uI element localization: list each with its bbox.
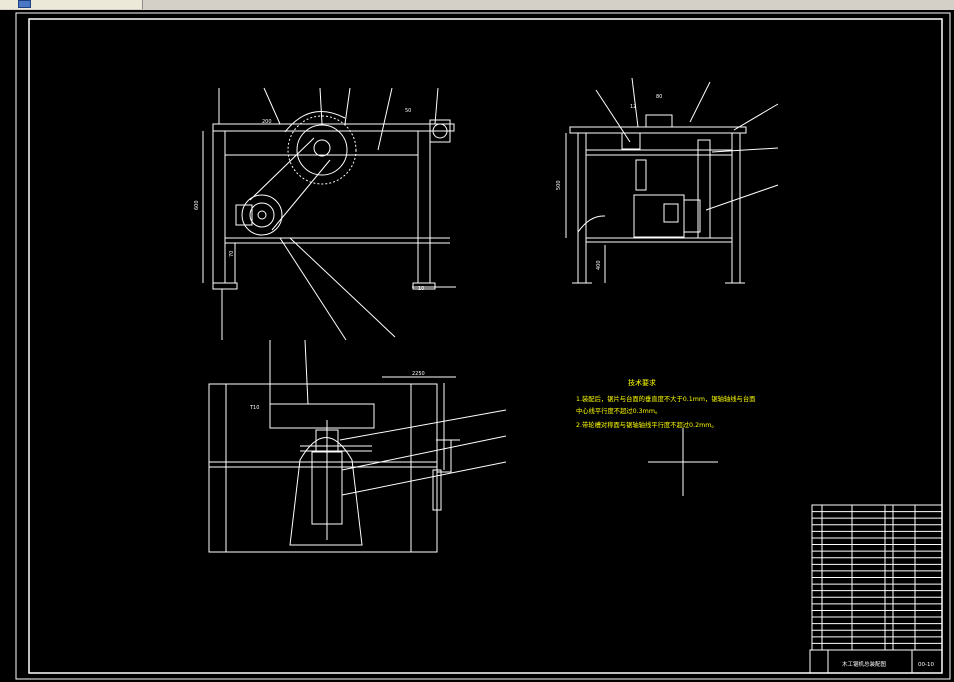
front-view-dimension-text: 600 200 50 10 70 — [194, 108, 424, 292]
cad-drawing-canvas[interactable]: 600 200 50 10 70 500 80 400 — [0, 10, 954, 682]
centre-mark — [648, 428, 718, 496]
svg-text:10: 10 — [418, 286, 424, 292]
tech-req-line-2: 中心线平行度不超过0.3mm。 — [576, 406, 661, 415]
svg-text:80: 80 — [656, 94, 662, 100]
tech-req-title: 技术要求 — [628, 378, 656, 387]
document-tab[interactable] — [0, 0, 143, 9]
drawing-number: 00-10 — [918, 662, 934, 668]
svg-text:12: 12 — [630, 104, 636, 110]
svg-text:T10: T10 — [249, 405, 259, 411]
bill-of-materials — [811, 504, 943, 651]
drawing-title: 木工锯机总装配图 — [842, 660, 887, 668]
drawing-file-icon — [18, 0, 31, 8]
svg-text:600: 600 — [194, 200, 200, 210]
side-view — [565, 77, 779, 284]
svg-text:2250: 2250 — [412, 371, 425, 377]
title-block: 木工锯机总装配图 00-10 — [809, 649, 943, 674]
svg-text:500: 500 — [556, 180, 562, 190]
side-view-dimension-text: 500 80 400 12 — [556, 94, 662, 270]
svg-text:400: 400 — [596, 260, 602, 270]
front-view — [202, 87, 456, 341]
tech-req-line-1: 1.装配后，锯片与台面的垂直度不大于0.1mm，锯轴轴线与台面 — [576, 394, 755, 403]
svg-text:70: 70 — [229, 251, 235, 257]
technical-requirements: 技术要求 1.装配后，锯片与台面的垂直度不大于0.1mm，锯轴轴线与台面 中心线… — [576, 378, 755, 429]
svg-text:50: 50 — [405, 108, 411, 114]
canvas-background — [0, 10, 954, 682]
outer-frame — [15, 12, 951, 680]
tech-req-line-3: 2.带轮槽对称面与锯轴轴线平行度不超过0.2mm。 — [576, 420, 718, 429]
svg-text:200: 200 — [262, 119, 272, 125]
top-view — [208, 339, 507, 553]
top-view-dimension-text: T10 2250 — [249, 371, 425, 411]
inner-frame — [28, 18, 943, 674]
